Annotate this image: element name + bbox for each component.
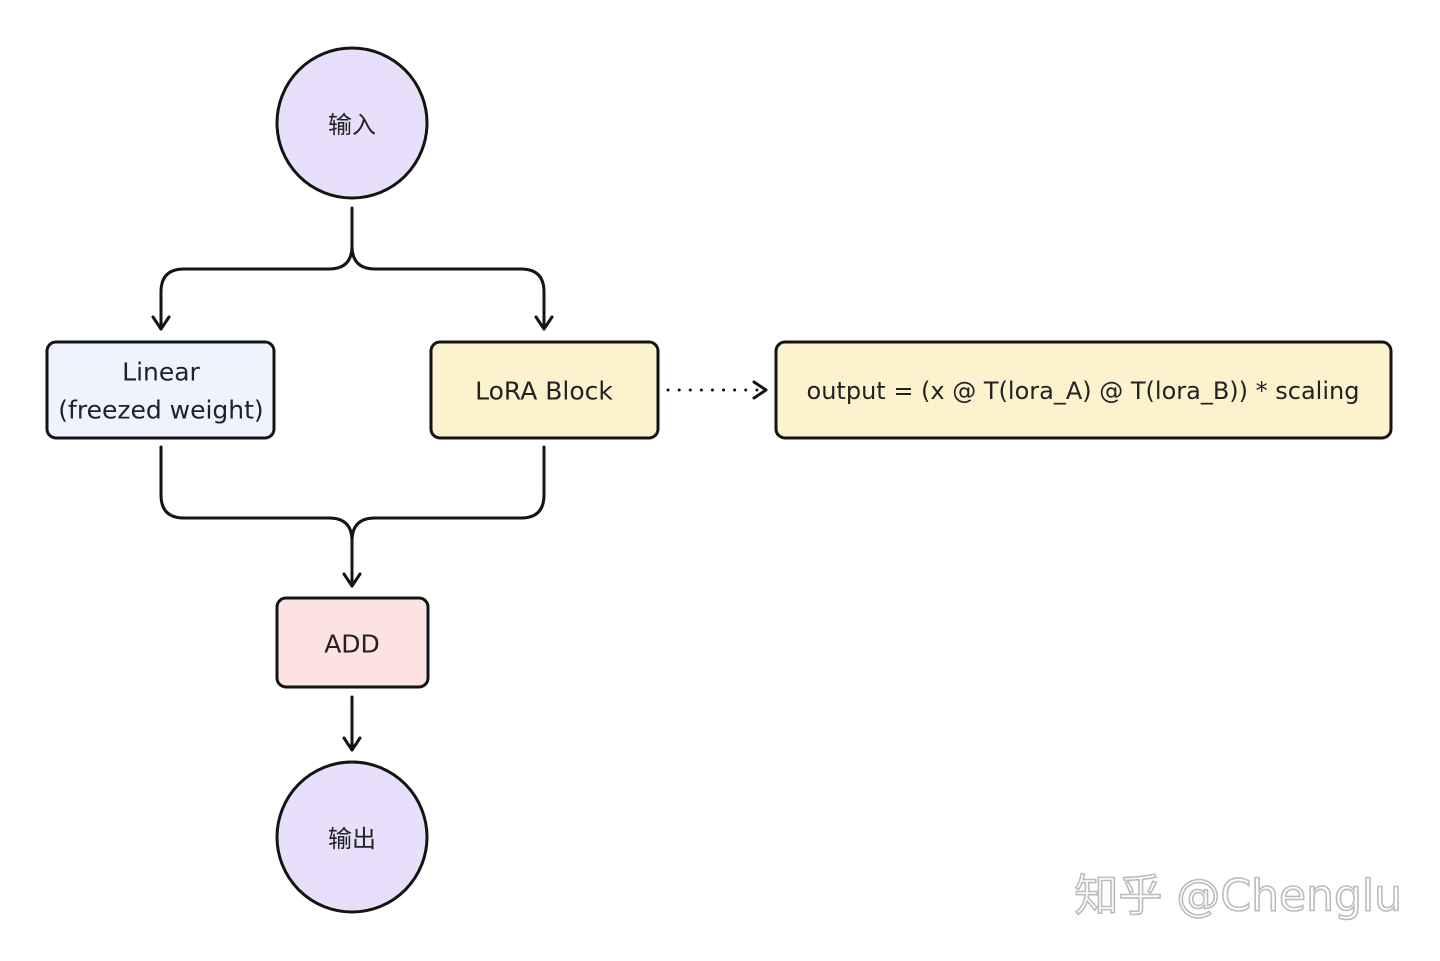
linear-label-line2: (freezed weight)	[58, 396, 263, 425]
formula-label: output = (x @ T(lora_A) @ T(lora_B)) * s…	[807, 377, 1360, 405]
linear-node: Linear (freezed weight)	[45, 340, 276, 440]
linear-box	[45, 340, 276, 440]
output-node: 输出	[275, 760, 429, 914]
edge-input-to-linear	[151, 206, 354, 331]
formula-node: output = (x @ T(lora_A) @ T(lora_B)) * s…	[774, 340, 1393, 440]
lora-node: LoRA Block	[429, 340, 660, 440]
input-label: 输入	[328, 111, 376, 139]
watermark: 知乎 @Chenglu	[1074, 871, 1402, 922]
lora-box	[429, 340, 660, 440]
edge-lora-to-add	[350, 445, 546, 543]
edges	[151, 206, 768, 752]
add-node: ADD	[275, 596, 430, 689]
output-label: 输出	[328, 825, 376, 853]
input-node: 输入	[275, 46, 429, 200]
output-circle	[275, 760, 429, 914]
lora-label: LoRA Block	[475, 377, 613, 406]
formula-box	[774, 340, 1393, 440]
edge-input-to-lora	[350, 244, 554, 331]
edge-linear-to-add	[159, 445, 362, 588]
input-circle	[275, 46, 429, 200]
linear-label-line1: Linear	[122, 358, 200, 387]
add-box	[275, 596, 430, 689]
add-label: ADD	[324, 630, 380, 659]
